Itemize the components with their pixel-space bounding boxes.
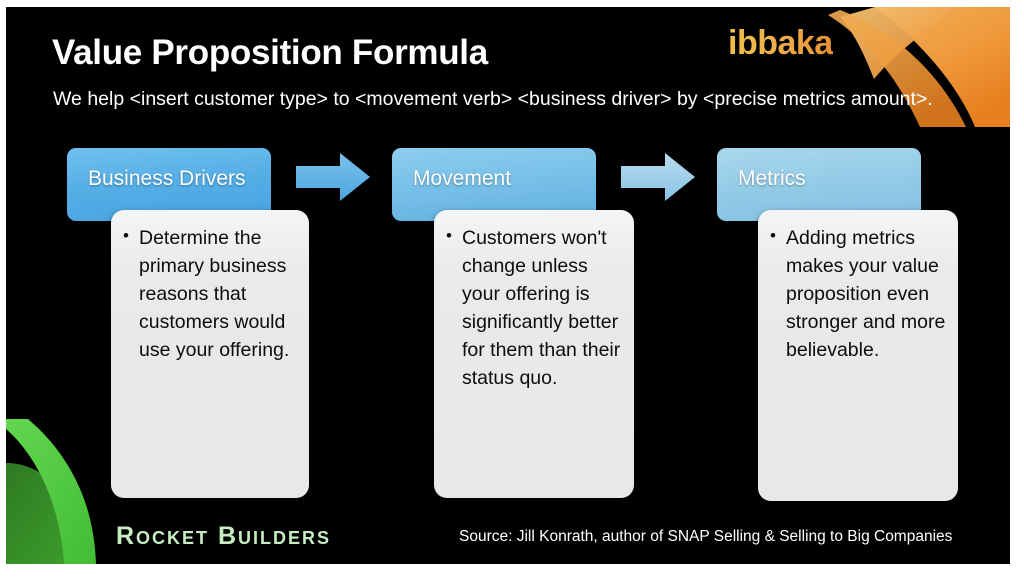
stage-label: Metrics (738, 167, 806, 190)
bullet-list: Adding metrics makes your value proposit… (758, 210, 958, 364)
bullet-list: Determine the primary business reasons t… (111, 210, 309, 364)
slide-canvas: ibbaka Value Proposition Formula We help… (6, 7, 1010, 564)
page-title: Value Proposition Formula (52, 33, 488, 72)
stage-header-movement: Movement (392, 148, 596, 221)
stage-card-movement: Customers won't change unless your offer… (434, 210, 634, 498)
source-attribution: Source: Jill Konrath, author of SNAP Sel… (459, 528, 953, 545)
arrow-right-icon (619, 150, 697, 204)
arrow-right-icon (294, 150, 372, 204)
bullet-list: Customers won't change unless your offer… (434, 210, 634, 392)
stage-card-business-drivers: Determine the primary business reasons t… (111, 210, 309, 498)
stage-header-metrics: Metrics (717, 148, 921, 221)
stage-label: Business Drivers (88, 167, 246, 190)
list-item: Customers won't change unless your offer… (446, 224, 624, 392)
list-item: Determine the primary business reasons t… (123, 224, 299, 364)
stage-label: Movement (413, 167, 512, 190)
page-subtitle: We help <insert customer type> to <movem… (53, 88, 933, 110)
list-item: Adding metrics makes your value proposit… (770, 224, 948, 364)
stage-header-business-drivers: Business Drivers (67, 148, 271, 221)
stage-card-metrics: Adding metrics makes your value proposit… (758, 210, 958, 501)
rocket-builders-wordmark: Rocket Builders (116, 522, 332, 550)
ibbaka-logo: ibbaka (728, 24, 833, 62)
